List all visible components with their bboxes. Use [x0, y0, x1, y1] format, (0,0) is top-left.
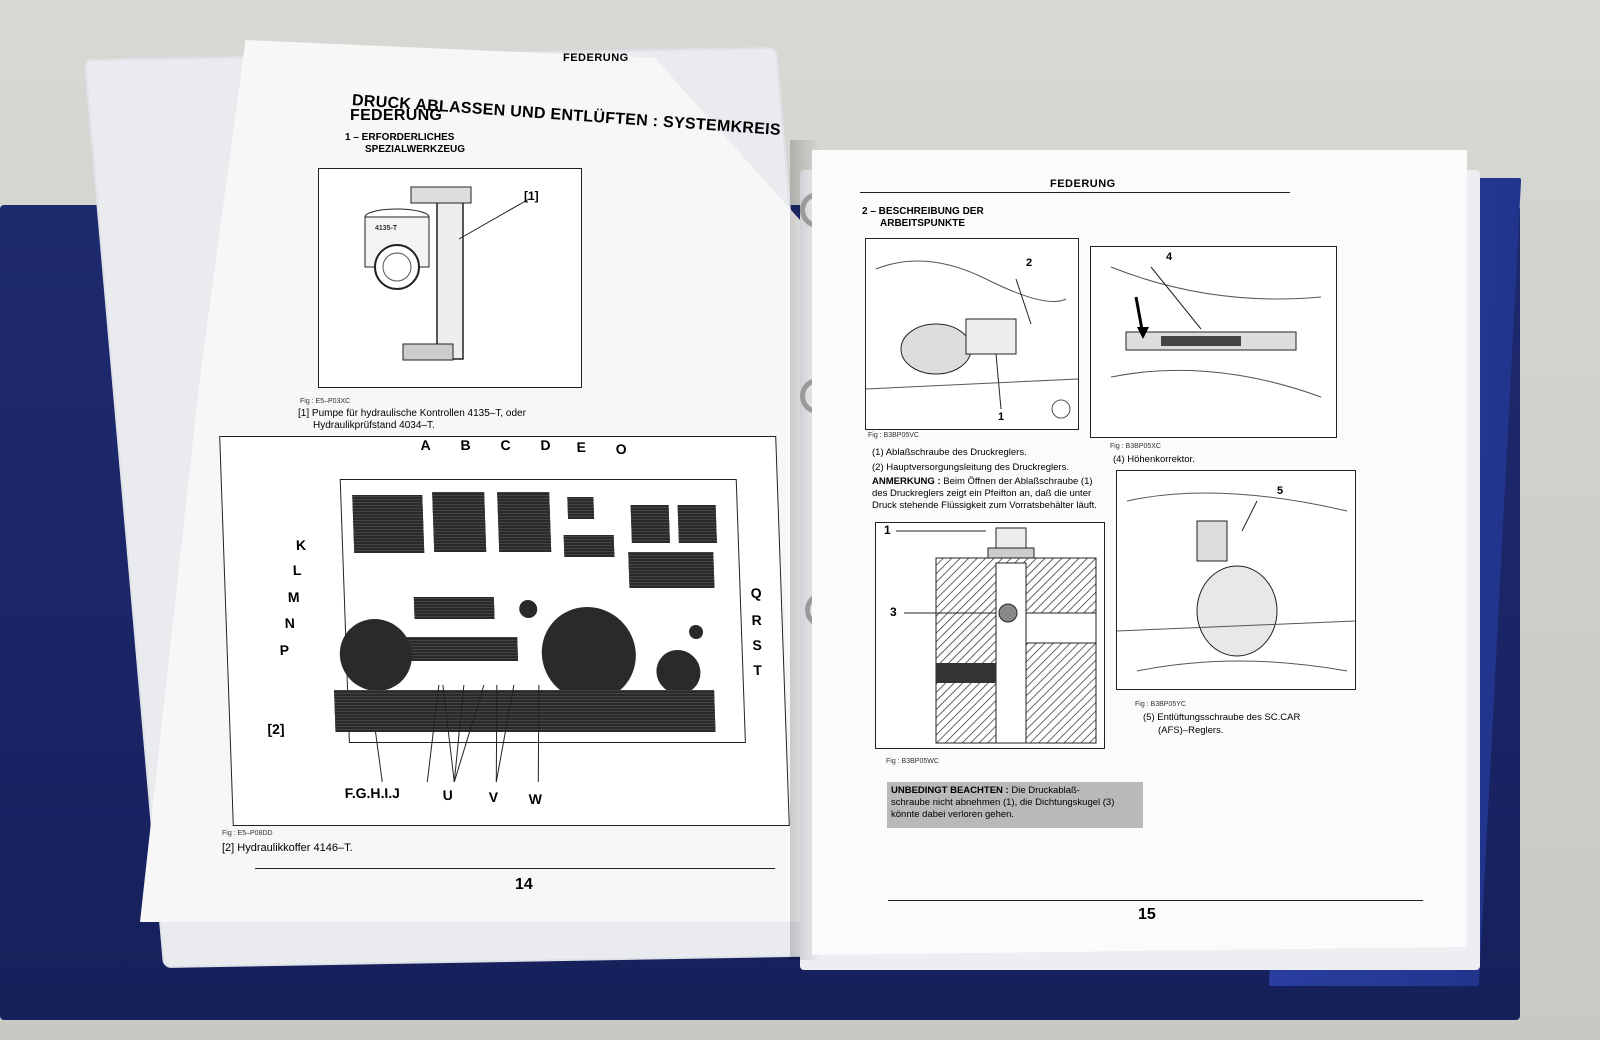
note-line2: des Druckreglers zeigt ein Pfeifton an, …: [872, 488, 1092, 499]
label-d: D: [540, 437, 551, 453]
warning-line1: UNBEDINGT BEACHTEN : Die Druckablaß-: [891, 785, 1139, 797]
fig-d-reference: Fig : B3BP05YC: [1135, 701, 1186, 708]
caption-5-line1: (5) Entlüftungsschraube des SC.CAR: [1143, 712, 1301, 723]
label-v: V: [488, 789, 499, 805]
fig2-callout: [2]: [267, 721, 285, 737]
fig-d-label-5: 5: [1277, 485, 1284, 497]
label-e: E: [576, 439, 587, 455]
warning-box: UNBEDINGT BEACHTEN : Die Druckablaß- sch…: [887, 782, 1143, 828]
label-b: B: [460, 437, 471, 453]
section1-heading-line2: SPEZIALWERKZEUG: [365, 144, 466, 155]
label-k: K: [295, 537, 307, 553]
fig-c-reference: Fig : B3BP05WC: [886, 758, 939, 765]
section2-heading-line2: ARBEITSPUNKTE: [880, 218, 966, 229]
label-t: T: [753, 662, 763, 678]
right-page-number: 15: [1138, 906, 1156, 923]
caption-5-line2: (AFS)–Reglers.: [1158, 725, 1224, 736]
regulator-drawing: [866, 260, 1078, 419]
caption-4: (4) Höhenkorrektor.: [1113, 454, 1195, 465]
fig-b-label-4: 4: [1166, 251, 1173, 263]
fig1-caption-line1: [1] Pumpe für hydraulische Kontrollen 41…: [298, 408, 526, 419]
caption-1: (1) Ablaßschraube des Druckreglers.: [872, 447, 1027, 458]
pump-drawing: [364, 186, 530, 361]
corrector-drawing: [1110, 266, 1322, 398]
warning-text-1: Die Druckablaß-: [1008, 785, 1080, 796]
note-line1: ANMERKUNG : Beim Öffnen der Ablaßschraub…: [872, 476, 1093, 487]
note-line3: Druck stehende Flüssigkeit zum Vorratsbe…: [872, 500, 1097, 511]
section1-heading-line1: 1 – ERFORDERLICHES: [345, 132, 455, 143]
note-text-1: Beim Öffnen der Ablaßschraube (1): [940, 476, 1093, 487]
label-u: U: [442, 787, 454, 803]
label-s: S: [752, 637, 763, 653]
label-m: M: [287, 589, 300, 605]
fig1-callout: [1]: [524, 189, 539, 203]
hydraulic-case-figure: A B C D E O K L M N P Q R S T [2] F.G.H.…: [219, 436, 790, 826]
left-page-number: 14: [515, 876, 533, 893]
note-label: ANMERKUNG :: [872, 476, 941, 487]
fig-a-label-2: 2: [1026, 257, 1033, 269]
label-c: C: [500, 437, 511, 453]
warning-label: UNBEDINGT BEACHTEN :: [891, 785, 1009, 796]
section-drawing: [896, 527, 1097, 744]
label-l: L: [292, 562, 302, 578]
pump-figure: [1] 4135-T: [318, 168, 582, 388]
label-o: O: [615, 441, 627, 457]
label-fghij: F.G.H.I.J: [344, 785, 401, 801]
label-n: N: [284, 615, 296, 631]
caption-2: (2) Hauptversorgungsleitung des Druckreg…: [872, 462, 1069, 473]
height-corrector-figure: 4: [1090, 246, 1337, 438]
warning-line3: könnte dabei verloren gehen.: [891, 809, 1015, 820]
fig-c-label-3: 3: [890, 605, 897, 619]
fig1-reference: Fig : E5–P03XC: [300, 398, 351, 405]
pressure-regulator-figure: 2 1: [865, 238, 1079, 430]
fig2-caption: [2] Hydraulikkoffer 4146–T.: [222, 842, 353, 854]
case-leader-lines: [375, 684, 540, 783]
afs-drawing: [1117, 492, 1355, 672]
fig-c-label-1: 1: [884, 523, 891, 537]
left-footer-rule: [255, 868, 775, 869]
label-r: R: [751, 612, 763, 628]
right-header-rule: [860, 192, 1290, 193]
label-q: Q: [750, 585, 762, 601]
fig1-caption-line2: Hydraulikprüfstand 4034–T.: [313, 420, 435, 431]
afs-regulator-figure: 5: [1116, 470, 1356, 690]
left-page-title-line2: FEDERUNG: [350, 107, 443, 124]
fig-a-label-1: 1: [998, 411, 1005, 423]
section2-heading-line1: 2 – BESCHREIBUNG DER: [862, 206, 984, 217]
label-w: W: [528, 791, 543, 807]
warning-line2: schraube nicht abnehmen (1), die Dichtun…: [891, 797, 1115, 808]
drain-screw-section-figure: 1 3: [875, 522, 1105, 749]
fig-a-reference: Fig : B3BP05VC: [868, 432, 919, 439]
label-a: A: [420, 437, 431, 453]
fig1-pump-label: 4135-T: [375, 225, 398, 232]
right-page-header: FEDERUNG: [1050, 178, 1116, 190]
label-p: P: [279, 642, 290, 658]
fig-b-reference: Fig : B3BP05XC: [1110, 443, 1161, 450]
fig2-reference: Fig : E5–P08DD: [222, 830, 273, 837]
left-page-header: FEDERUNG: [563, 52, 629, 64]
right-footer-rule: [888, 900, 1423, 901]
